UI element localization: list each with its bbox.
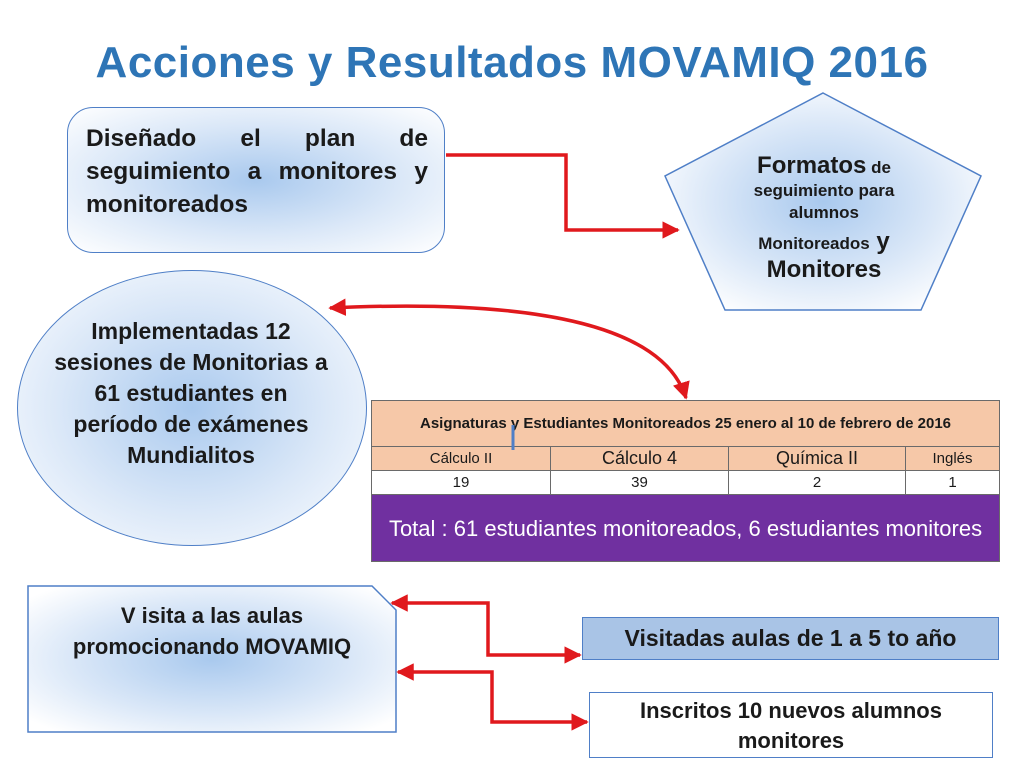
arrow-oval-to-table bbox=[328, 298, 690, 400]
arrow-visit-to-result1 bbox=[390, 594, 582, 664]
formats-text: Formatos de seguimiento para alumnos Mon… bbox=[712, 152, 936, 284]
table-total-row: Total : 61 estudiantes monitoreados, 6 e… bbox=[370, 494, 1001, 562]
visit-text: V isita a las aulas promocionando MOVAMI… bbox=[72, 603, 352, 659]
result-visited-text: Visitadas aulas de 1 a 5 to año bbox=[624, 625, 957, 651]
table-values-row: 19 39 2 1 bbox=[371, 470, 1001, 495]
plan-design-box: Diseñado el plan de seguimiento a monito… bbox=[67, 107, 445, 253]
column-calculo-ii: Cálculo II bbox=[371, 446, 551, 471]
result-new-monitors: Inscritos 10 nuevos alumnos monitores bbox=[589, 692, 993, 758]
table-total: Total : 61 estudiantes monitoreados, 6 e… bbox=[370, 494, 1001, 562]
formats-y: y bbox=[869, 228, 890, 255]
sessions-oval bbox=[17, 270, 367, 546]
column-quimica-ii: Química II bbox=[728, 446, 906, 471]
value-calculo-ii: 19 bbox=[371, 470, 551, 495]
result-new-monitors-text: Inscritos 10 nuevos alumnos monitores bbox=[640, 698, 942, 753]
formats-line4: Monitoreados bbox=[758, 234, 870, 253]
visit-box-shape bbox=[27, 585, 397, 733]
formats-de: de bbox=[866, 158, 891, 177]
plan-design-text: Diseñado el plan de seguimiento a monito… bbox=[86, 125, 428, 218]
table-header: Asignaturas y Estudiantes Monitoreados 2… bbox=[370, 400, 1001, 447]
arrow-plan-to-formats bbox=[446, 153, 680, 239]
value-calculo-4: 39 bbox=[550, 470, 729, 495]
formats-pentagon bbox=[664, 92, 982, 311]
table-columns-row: Cálculo II Cálculo 4 Química II Inglés bbox=[371, 446, 1001, 471]
result-visited-classrooms: Visitadas aulas de 1 a 5 to año bbox=[582, 617, 999, 660]
arrow-visit-to-result2 bbox=[396, 663, 589, 731]
formats-word: Formatos bbox=[757, 152, 867, 179]
formats-line3: alumnos bbox=[789, 203, 859, 222]
page-title: Acciones y Resultados MOVAMIQ 2016 bbox=[95, 38, 929, 87]
formats-line5: Monitores bbox=[766, 256, 882, 283]
column-ingles: Inglés bbox=[904, 446, 1001, 471]
sessions-text: Implementadas 12 sesiones de Monitorias … bbox=[54, 318, 328, 468]
column-calculo-4: Cálculo 4 bbox=[550, 446, 729, 471]
formats-line2: seguimiento para bbox=[753, 181, 895, 200]
table-header-row: Asignaturas y Estudiantes Monitoreados 2… bbox=[370, 400, 1001, 447]
value-quimica-ii: 2 bbox=[728, 470, 906, 495]
subjects-table: Asignaturas y Estudiantes Monitoreados 2… bbox=[370, 400, 1001, 562]
value-ingles: 1 bbox=[904, 470, 1001, 495]
